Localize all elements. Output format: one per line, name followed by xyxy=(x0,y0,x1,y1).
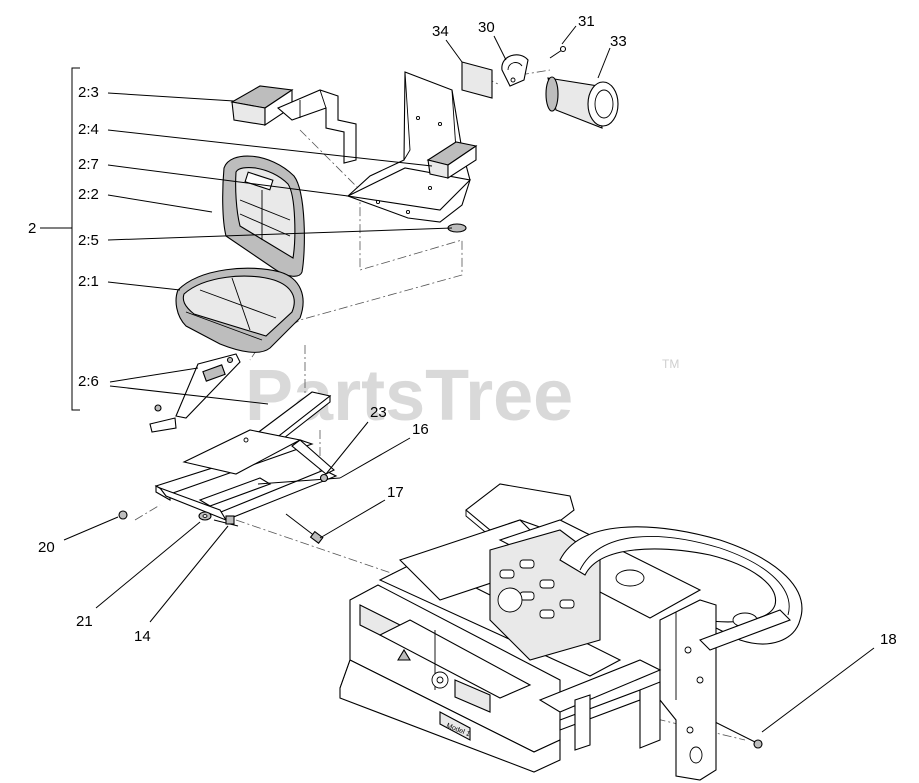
label-2-4: 2:4 xyxy=(78,121,99,138)
label-23: 23 xyxy=(370,404,387,421)
label-2-6: 2:6 xyxy=(78,373,99,390)
decal xyxy=(461,61,493,99)
label-31: 31 xyxy=(578,13,595,30)
label-14: 14 xyxy=(134,628,151,645)
label-16: 16 xyxy=(412,421,429,438)
label-2-3: 2:3 xyxy=(78,84,99,101)
label-33: 33 xyxy=(610,33,627,50)
seat-mounting-frame xyxy=(154,429,338,522)
seat-slide-rail-left xyxy=(149,353,241,433)
label-2: 2 xyxy=(28,220,36,237)
label-21: 21 xyxy=(76,613,93,630)
label-34: 34 xyxy=(432,23,449,40)
seat-cushion xyxy=(175,267,304,353)
nut-23 xyxy=(319,473,329,483)
seat-back-frame xyxy=(346,71,472,223)
cup-holder-bracket xyxy=(501,54,529,87)
washer xyxy=(198,511,212,521)
seat-back-cushion xyxy=(222,155,305,277)
label-17: 17 xyxy=(387,484,404,501)
label-30: 30 xyxy=(478,19,495,36)
callout-labels: 2 2:3 2:4 2:7 2:2 2:5 2:1 2:6 34 30 31 3… xyxy=(28,13,897,648)
leader-lines xyxy=(63,25,875,733)
long-bolt xyxy=(285,513,324,544)
armrest-bracket-left xyxy=(276,89,357,164)
label-2-5: 2:5 xyxy=(78,232,99,249)
mower-chassis: Model 1 xyxy=(339,483,803,781)
label-2-2: 2:2 xyxy=(78,186,99,203)
label-20: 20 xyxy=(38,539,55,556)
group-bracket xyxy=(40,67,80,411)
trademark-mark: TM xyxy=(662,357,679,371)
label-2-7: 2:7 xyxy=(78,156,99,173)
label-2-1: 2:1 xyxy=(78,273,99,290)
cup-holder xyxy=(545,76,619,129)
screw xyxy=(549,45,567,59)
nut-20 xyxy=(118,510,128,520)
bolt-14 xyxy=(213,515,239,527)
armrest-pad-right xyxy=(426,141,478,180)
label-18: 18 xyxy=(880,631,897,648)
